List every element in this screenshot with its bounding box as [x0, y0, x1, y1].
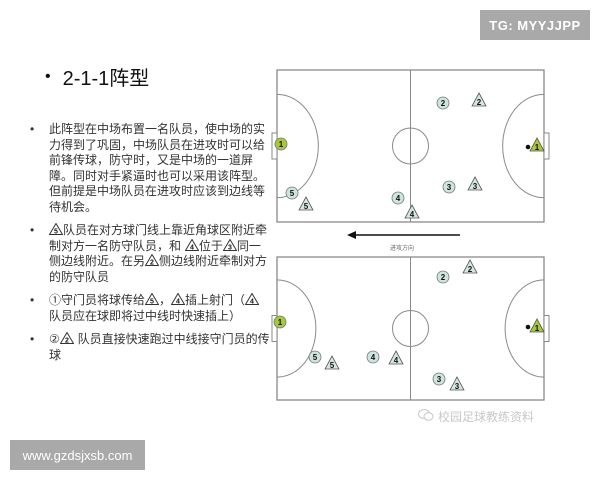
- wechat-icon: [418, 408, 434, 425]
- opponent-number: 5: [330, 361, 335, 370]
- opponent-triangle-icon: [298, 196, 314, 211]
- player-triangle-icon: 4: [170, 292, 186, 306]
- bottom-pitch: 1 2 3 4 5 1 2 3 4 5: [271, 256, 550, 401]
- right-penalty-arc: [502, 93, 545, 199]
- ball-icon: [525, 144, 531, 150]
- left-goal: [271, 315, 278, 342]
- right-goal: [543, 315, 550, 342]
- player-circle-icon: [273, 315, 287, 329]
- player-triangle-icon: 2: [59, 331, 75, 345]
- center-circle: [392, 127, 429, 165]
- svg-text:4: 4: [190, 244, 194, 251]
- opponent-number: 1: [535, 143, 540, 152]
- left-penalty-arc: [276, 279, 317, 378]
- opponent-number: 4: [394, 356, 399, 365]
- bullet-text: ①守门员将球传给: [49, 293, 146, 307]
- opponent-number: 4: [410, 210, 415, 219]
- bullet-list: 此阵型在中场布置一名队员，使中场的实力得到了巩固，中场队员在进攻时可以给前锋传球…: [30, 122, 270, 371]
- player-circle-icon: [442, 180, 456, 194]
- title-text: 2-1-1阵型: [62, 68, 150, 90]
- player-circle-icon: [274, 137, 288, 151]
- bullet-item: 此阵型在中场布置一名队员，使中场的实力得到了巩固，中场队员在进攻时可以给前锋传球…: [30, 122, 270, 215]
- right-penalty-arc: [504, 279, 545, 378]
- svg-text:3: 3: [228, 244, 232, 251]
- telegram-badge: TG: MYYJJPP: [480, 10, 590, 40]
- player-number: 1: [278, 318, 283, 327]
- player-number: 2: [441, 273, 446, 282]
- player-circle-icon: [391, 191, 405, 205]
- watermark-text: 校园足球教练资料: [438, 410, 535, 424]
- bullet-item: ①守门员将球传给 5 ， 4 插上射门（ 4 队员应在球即将过中线时快速插上）: [30, 292, 270, 324]
- player-triangle-icon: 5: [48, 222, 64, 236]
- opponent-triangle-icon: [324, 355, 340, 370]
- player-number: 3: [447, 183, 452, 192]
- opponent-triangle-icon: [471, 92, 487, 107]
- svg-text:2: 2: [150, 260, 154, 267]
- website-badge: www.gzdsjxsb.com: [10, 440, 145, 470]
- player-number: 5: [313, 353, 318, 362]
- opponent-number: 2: [477, 98, 482, 107]
- bullet-text: ②: [49, 332, 60, 346]
- player-number: 5: [290, 189, 295, 198]
- opponent-triangle-icon: [449, 376, 465, 391]
- opponent-triangle-icon: [462, 259, 478, 274]
- opponent-number: 3: [473, 182, 478, 191]
- player-triangle-icon: 4: [184, 238, 200, 251]
- player-circle-icon: [366, 350, 380, 364]
- watermark: 校园足球教练资料: [418, 408, 534, 425]
- player-number: 4: [396, 194, 401, 203]
- bullet-text: 队员在对方球门线上靠近角球区附近牵制对方一名防守队员，和: [49, 223, 268, 253]
- arrow-left-icon: [347, 231, 356, 239]
- player-number: 2: [441, 99, 446, 108]
- attack-direction-arrow: [347, 231, 460, 239]
- bullet-text: 此阵型在中场布置一名队员，使中场的实力得到了巩固，中场队员在进攻时可以给前锋传球…: [49, 122, 266, 214]
- opponent-number: 2: [468, 265, 473, 274]
- player-number: 1: [279, 140, 284, 149]
- title-bullet: •: [45, 67, 51, 85]
- bullet-text: 位于: [198, 238, 223, 253]
- attack-direction-label: 进攻方向: [390, 245, 415, 252]
- opponent-triangle-icon: [529, 318, 545, 333]
- svg-text:5: 5: [54, 229, 58, 236]
- opponent-triangle-icon: [529, 137, 545, 152]
- player-circle-icon: [436, 96, 450, 110]
- player-triangle-icon: 3: [222, 238, 238, 251]
- top-pitch: 1 2 3 4 5 1 2 3 4 5: [271, 69, 550, 223]
- opponent-triangle-icon: [404, 204, 420, 219]
- player-circle-icon: [308, 350, 322, 364]
- player-circle-icon: [436, 270, 450, 284]
- bullet-item: ②2 队员直接快速跑过中线接守门员的传球: [30, 331, 270, 363]
- svg-text:5: 5: [150, 299, 154, 306]
- bullet-text: 侧边线附近牵制对方的防守队员: [49, 254, 268, 284]
- bullet-text: 同一侧边线附近。在另: [49, 238, 261, 269]
- svg-text:4: 4: [250, 299, 254, 306]
- player-triangle-icon: 5: [144, 292, 160, 306]
- center-circle: [392, 310, 429, 347]
- opponent-number: 5: [304, 202, 309, 211]
- player-triangle-icon: 2: [144, 253, 160, 267]
- player-number: 4: [371, 353, 376, 362]
- opponent-number: 3: [455, 382, 460, 391]
- slide-title: • 2-1-1阵型: [45, 62, 149, 91]
- player-circle-icon: [285, 186, 299, 200]
- opponent-number: 1: [535, 324, 540, 333]
- opponent-triangle-icon: [467, 176, 483, 191]
- bullet-text: 插上射门（: [185, 293, 246, 307]
- ball-icon: [525, 324, 531, 330]
- player-circle-icon: [432, 372, 446, 386]
- player-triangle-icon: 4: [244, 292, 260, 306]
- bullet-text: 队员直接快速跑过中线接守门员的传球: [49, 332, 270, 362]
- opponent-triangle-icon: [388, 350, 404, 365]
- bullet-text: ，: [159, 293, 172, 307]
- svg-text:4: 4: [176, 299, 180, 306]
- bullet-text: 队员应在球即将过中线时快速插上）: [49, 308, 242, 323]
- right-goal: [543, 132, 550, 160]
- svg-text:2: 2: [65, 338, 69, 345]
- player-number: 3: [437, 375, 442, 384]
